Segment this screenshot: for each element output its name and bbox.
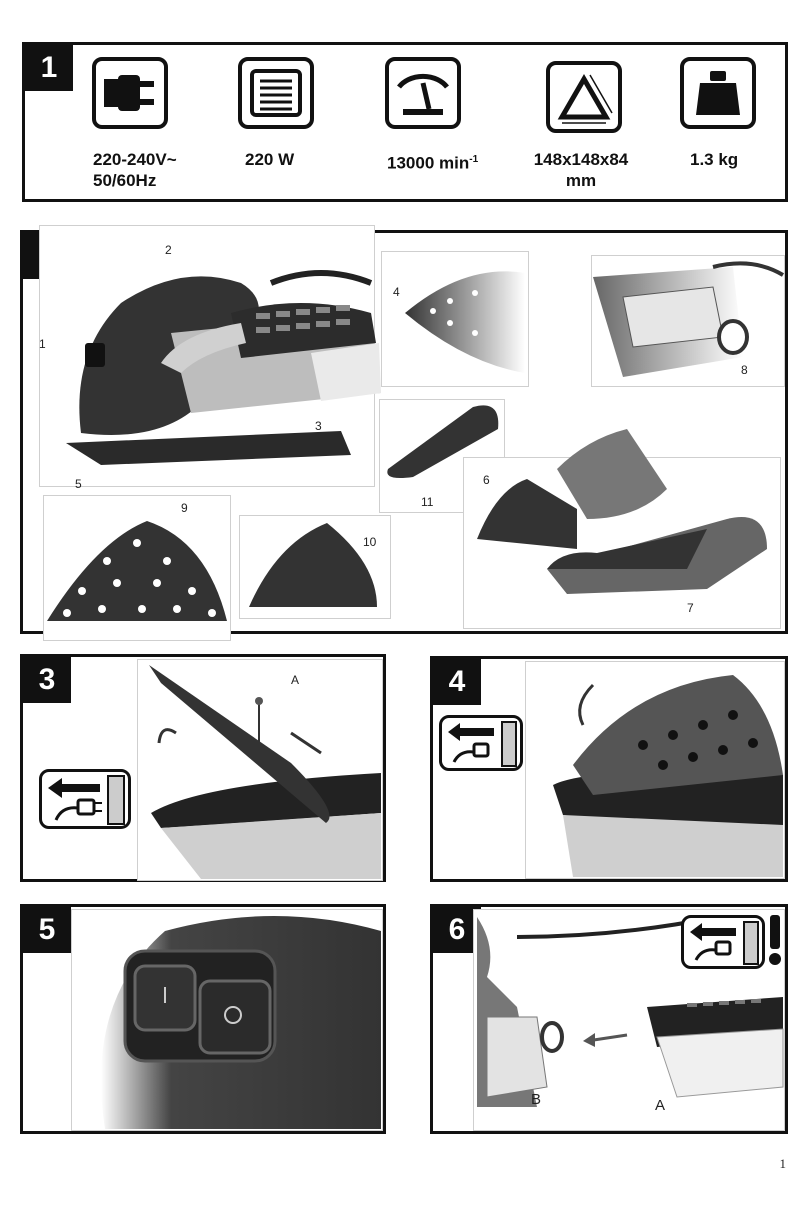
step-6-panel: 6 B A <box>430 904 788 1134</box>
label-b: B <box>531 1091 542 1108</box>
callout-4: 4 <box>393 285 400 299</box>
triangle-sheet-illustration <box>249 523 377 607</box>
sanding-pads-illustration <box>477 429 767 594</box>
dust-outlet-illustration <box>593 261 785 377</box>
speed-value: 13000 min <box>387 153 470 173</box>
section-number-4: 4 <box>433 659 481 705</box>
unplug-warning-icon <box>681 915 765 969</box>
power-spec: 220 W <box>245 150 295 169</box>
finger-attachment-illustration <box>387 405 499 478</box>
label-a: A <box>655 1097 666 1114</box>
perforated-sheet-illustration <box>47 521 227 621</box>
callout-1: 1 <box>39 337 46 351</box>
callout-10: 10 <box>363 535 377 549</box>
step-5-panel: 5 <box>20 904 386 1134</box>
section-number-5: 5 <box>23 907 71 953</box>
step-4-panel: 4 <box>430 656 788 882</box>
switch-closeup-illustration <box>101 916 381 1129</box>
step-3-panel: 3 A <box>20 654 386 882</box>
speed-exponent: -1 <box>469 154 479 165</box>
callout-6: 6 <box>483 473 490 487</box>
callout-9: 9 <box>181 501 188 515</box>
callout-7: 7 <box>687 601 694 615</box>
dimensions-unit: mm <box>565 171 597 190</box>
motor-icon <box>238 57 314 129</box>
page-number: 1 <box>779 1156 787 1171</box>
callout-3: 3 <box>315 419 322 433</box>
parts-panel: 2 1 2 3 5 4 8 11 <box>20 225 788 641</box>
speedometer-icon <box>385 57 461 129</box>
base-plate-illustration <box>405 271 525 373</box>
exclamation-icon <box>769 915 781 965</box>
dimensions-spec: 148x148x84 mm <box>518 149 644 191</box>
sander-illustration <box>66 270 381 465</box>
unplug-warning-icon <box>439 715 523 771</box>
weight-spec: 1.3 kg <box>690 150 739 169</box>
callout-2: 2 <box>165 243 172 257</box>
dimensions-triangle-icon <box>546 61 622 133</box>
dust-box-illustration <box>477 915 784 1107</box>
section-number-1: 1 <box>25 45 73 91</box>
callout-11: 11 <box>421 495 434 509</box>
voltage-value: 220-240V~ <box>93 150 177 169</box>
step-3-illustration <box>149 665 381 879</box>
voltage-spec: 220-240V~ 50/60Hz <box>93 149 177 191</box>
step-4-illustration <box>553 675 783 877</box>
screw-label-a: A <box>291 673 300 687</box>
specs-panel: 1 220-240V~ 50/60Hz 220 W 13000 min <box>22 42 788 202</box>
speed-spec: 13000 min-1 <box>387 149 478 174</box>
frequency-value: 50/60Hz <box>93 171 157 190</box>
callout-5: 5 <box>75 477 82 491</box>
section-number-3: 3 <box>23 657 71 703</box>
unplug-warning-icon <box>39 769 131 829</box>
weight-icon <box>680 57 756 129</box>
callout-8: 8 <box>741 363 748 377</box>
dimensions-value: 148x148x84 <box>533 150 629 169</box>
plug-icon <box>92 57 168 129</box>
